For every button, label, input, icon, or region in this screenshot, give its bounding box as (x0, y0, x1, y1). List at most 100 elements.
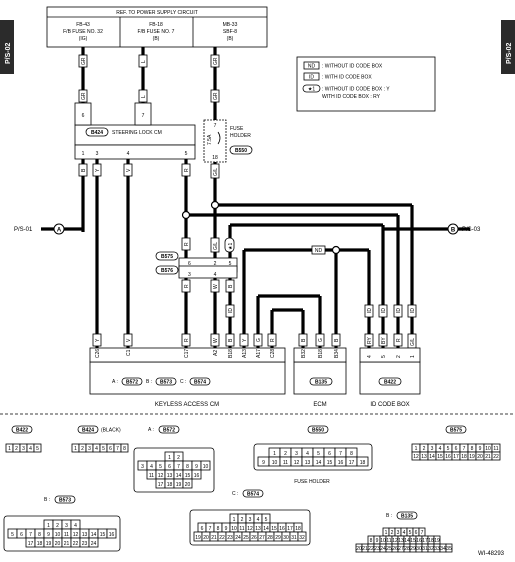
svg-text:A :: A : (112, 379, 118, 385)
b574-pin: 5 (265, 517, 268, 523)
b572-pin: 12 (158, 473, 164, 479)
svg-text:5: 5 (229, 261, 232, 267)
b550-pin: 17 (349, 460, 355, 466)
b572-cell (191, 469, 202, 480)
b572-pin: 19 (176, 482, 182, 488)
b550-ref-pill (307, 425, 329, 434)
b573-pin: 12 (73, 532, 79, 538)
svg-text:W: W (213, 284, 219, 289)
svg-text:B575: B575 (161, 254, 173, 260)
b573-pin: 5 (11, 532, 14, 538)
b576-pin: 2 (423, 446, 426, 452)
b135-pin: 26 (392, 546, 398, 552)
b424-pin: 8 (123, 446, 126, 452)
svg-text:ID: ID (367, 308, 373, 313)
svg-text:ND: ND (308, 64, 316, 70)
svg-text:2: 2 (396, 355, 402, 358)
svg-text:ND: ND (315, 248, 323, 254)
page-tag-right: P/S-02 (501, 20, 515, 74)
b135-pin: 35 (446, 546, 452, 552)
svg-text:B: B (228, 338, 234, 342)
b573-pin: 11 (64, 532, 69, 538)
b576-cell (491, 451, 501, 461)
fuse-1-line2: F/B FUSE NO. 32 (63, 29, 103, 35)
svg-text:A: A (57, 228, 62, 234)
b574-pin: 14 (263, 526, 269, 532)
b135-pin: 18 (428, 538, 434, 544)
svg-text:B: B (81, 168, 87, 172)
b574-pin: 10 (231, 526, 237, 532)
b424-pin: 3 (88, 446, 91, 452)
b576-ref-pill (445, 425, 467, 434)
svg-text:7.5A: 7.5A (207, 134, 213, 145)
b574-pin: 8 (217, 526, 220, 532)
svg-text:B574: B574 (194, 380, 206, 386)
b572-pin: 8 (186, 464, 189, 470)
fuse-3-line2: SBF-8 (223, 29, 237, 35)
b550-pin: 2 (284, 451, 287, 457)
svg-text:A13: A13 (242, 349, 248, 358)
svg-text:★1: ★1 (308, 87, 315, 93)
b550-pin: 18 (360, 460, 366, 466)
svg-text:P/S-02: P/S-02 (5, 42, 12, 64)
b574-pin: 3 (249, 517, 252, 523)
b135-pin: 14 (404, 538, 410, 544)
b424-cell (120, 443, 129, 453)
b135-pin: 19 (434, 538, 440, 544)
b574-pin: 11 (239, 526, 244, 532)
svg-text:G: G (318, 338, 324, 342)
b135-pin: 34 (440, 546, 446, 552)
b424-pin: 4 (95, 446, 98, 452)
svg-text:3: 3 (96, 151, 99, 157)
svg-text:C17: C17 (184, 349, 190, 358)
fuse-holder: 7 7.5A 18 FUSE HOLDER B550 (203, 119, 253, 163)
svg-text:B: B (301, 338, 307, 342)
b572-pin: 14 (176, 473, 182, 479)
svg-text:Y: Y (242, 338, 248, 342)
b135-pin: 12 (392, 538, 398, 544)
svg-text:ID: ID (228, 308, 234, 313)
svg-text:: WITH ID CODE BOX: : WITH ID CODE BOX (322, 75, 372, 81)
b576-pin: 9 (479, 446, 482, 452)
svg-text:B: B (228, 284, 234, 288)
b576-pin: 16 (445, 454, 451, 460)
b572-pin: 16 (194, 473, 200, 479)
b135-cell (445, 543, 453, 553)
svg-text:HOLDER: HOLDER (230, 133, 251, 139)
b573-pin: 6 (20, 532, 23, 538)
b135-pin: 24 (380, 546, 386, 552)
fuse-2-line3: (B) (153, 36, 160, 42)
b573-pin: 8 (38, 532, 41, 538)
b550-name: FUSE HOLDER (294, 479, 330, 485)
b135-pin: 31 (422, 546, 428, 552)
b550-pin: 7 (339, 451, 342, 457)
b135-pin: 30 (416, 546, 422, 552)
svg-text:B: B (451, 228, 456, 234)
svg-text:R: R (184, 168, 190, 172)
b135-pin: 33 (434, 546, 440, 552)
fuse-2-line2: F/B FUSE NO. 7 (138, 29, 175, 35)
b422-ref-pill (11, 425, 33, 434)
b576-pin: 4 (439, 446, 442, 452)
b574-pin: 2 (241, 517, 244, 523)
svg-text:B424: B424 (91, 130, 103, 136)
b135-pin: 10 (380, 538, 386, 544)
svg-text:7: 7 (214, 123, 217, 129)
b576-pin: 17 (453, 454, 459, 460)
b135-pin: 28 (404, 546, 410, 552)
fuse-1-line3: (IG) (79, 36, 88, 42)
b135-pin: 6 (415, 530, 418, 536)
b572-pin: 2 (177, 455, 180, 461)
svg-text:B34: B34 (334, 349, 340, 358)
b572-pin: 17 (158, 482, 164, 488)
b550-pin: 12 (294, 460, 300, 466)
svg-text:G: G (256, 338, 262, 342)
svg-text:: WITHOUT ID CODE BOX : Y: : WITHOUT ID CODE BOX : Y (322, 87, 390, 93)
svg-text:ID CODE BOX: ID CODE BOX (370, 402, 409, 408)
b550-pin: 9 (262, 460, 265, 466)
b574-pin: 28 (267, 535, 273, 541)
b572-pin: 3 (141, 464, 144, 470)
b135-pin: 17 (422, 538, 428, 544)
svg-text:B550: B550 (235, 148, 247, 154)
